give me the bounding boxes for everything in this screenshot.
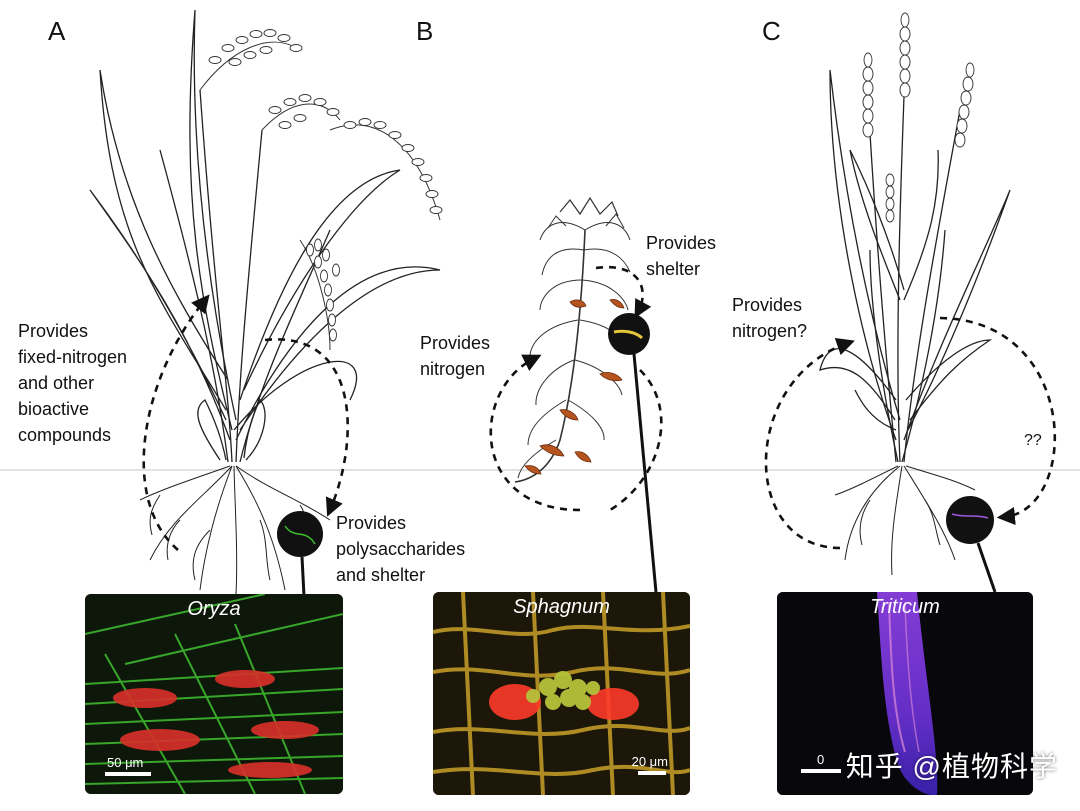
panel-letter-c: C: [762, 16, 781, 46]
wheat-roots: [834, 465, 976, 576]
arrow-to-shoot-b: [489, 354, 581, 512]
scale-label-sphagnum: 20 μm: [631, 754, 668, 769]
wheat-plant-illustration: [819, 69, 1011, 463]
micrograph-triticum: Triticum 0: [777, 592, 1033, 795]
moss-brown-branches: [524, 299, 625, 475]
panel-letter-a: A: [48, 16, 66, 46]
zoom-circle-b: [608, 313, 650, 355]
arrow-to-shoot-c: [764, 337, 855, 550]
arrow-down-b: [609, 369, 663, 512]
label-nitrogen-b: Provides nitrogen: [420, 333, 491, 379]
micrograph-sphagnum: Sphagnum 20 μm: [433, 592, 690, 795]
wheat-spikes: [862, 12, 975, 223]
micrograph-oryza: Oryza 50 μm: [85, 594, 343, 794]
micro-title-oryza: Oryza: [187, 598, 241, 620]
micro-title-triticum: Triticum: [870, 596, 940, 618]
label-shelter: Provides shelter: [646, 233, 717, 279]
zoom-circle-c: [946, 496, 994, 544]
sphagnum-moss-illustration: [514, 196, 631, 483]
arrow-to-microbe-c: [939, 316, 1057, 526]
arrow-to-microbe-a: [264, 338, 349, 517]
triticum-root: [777, 592, 1033, 795]
watermark: 知乎 @植物科学: [845, 751, 1058, 782]
arrow-to-microbe-b: [595, 265, 652, 319]
label-unknown: ??: [1024, 432, 1042, 449]
scale-bar-sphagnum: [638, 771, 666, 775]
micro-title-sphagnum: Sphagnum: [513, 596, 610, 618]
arrow-to-shoot-a: [142, 294, 210, 551]
rice-plant-illustration: [89, 9, 443, 596]
oryza-cells: [85, 594, 343, 794]
sphagnum-cells: [433, 592, 690, 795]
scale-bar-triticum: [801, 769, 841, 773]
panel-letter-b: B: [416, 16, 434, 46]
scale-bar-oryza: [105, 772, 151, 776]
label-polysaccharides: Provides polysaccharides and shelter: [336, 513, 466, 585]
scale-label-oryza: 50 μm: [107, 755, 144, 770]
scale-label-triticum: 0: [817, 752, 825, 767]
label-nitrogen-c: Provides nitrogen?: [732, 295, 808, 341]
label-fixed-nitrogen: Provides fixed-nitrogen and other bioact…: [18, 321, 128, 445]
